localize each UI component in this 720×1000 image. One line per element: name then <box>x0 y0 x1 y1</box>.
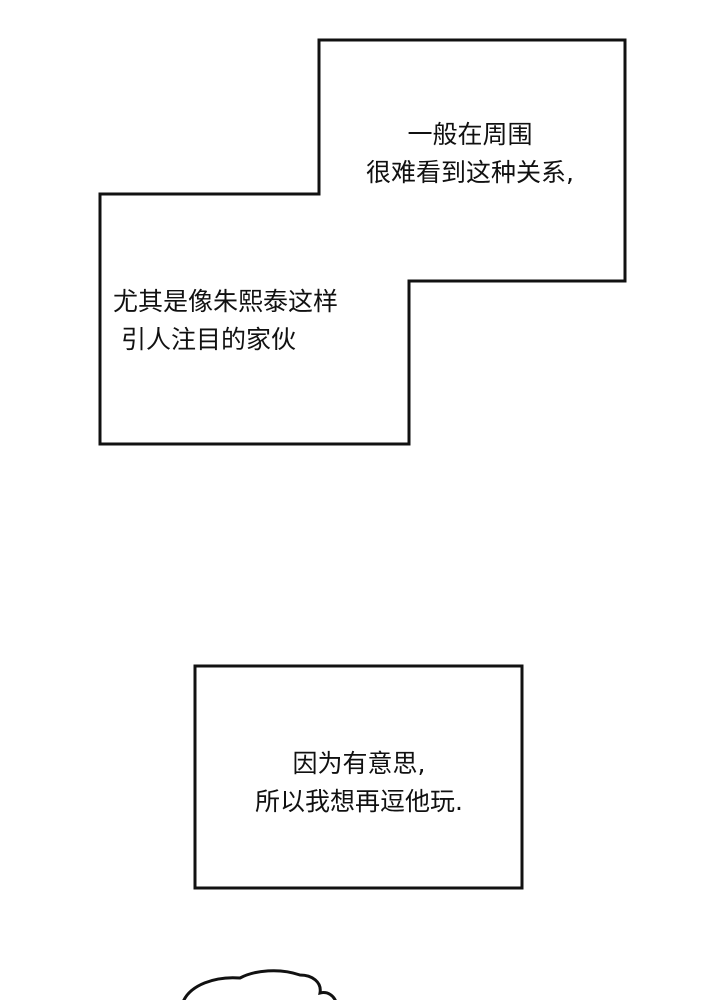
caption-line: 尤其是像朱熙泰这样 <box>113 287 339 316</box>
caption-line: 所以我想再逗他玩. <box>255 787 463 816</box>
caption-text-bottom: 因为有意思, 所以我想再逗他玩. <box>200 745 518 821</box>
thought-bubble-top <box>182 969 337 1000</box>
caption-line: 很难看到这种关系, <box>366 158 574 187</box>
caption-line: 因为有意思, <box>292 749 426 778</box>
caption-line: 一般在周围 <box>407 120 533 149</box>
caption-box <box>193 664 524 890</box>
caption-text-top: 一般在周围 很难看到这种关系, <box>330 116 610 192</box>
stepped-caption-box <box>98 38 627 446</box>
caption-text-middle: 尤其是像朱熙泰这样 引人注目的家伙 <box>113 283 338 359</box>
caption-line: 引人注目的家伙 <box>121 325 297 354</box>
